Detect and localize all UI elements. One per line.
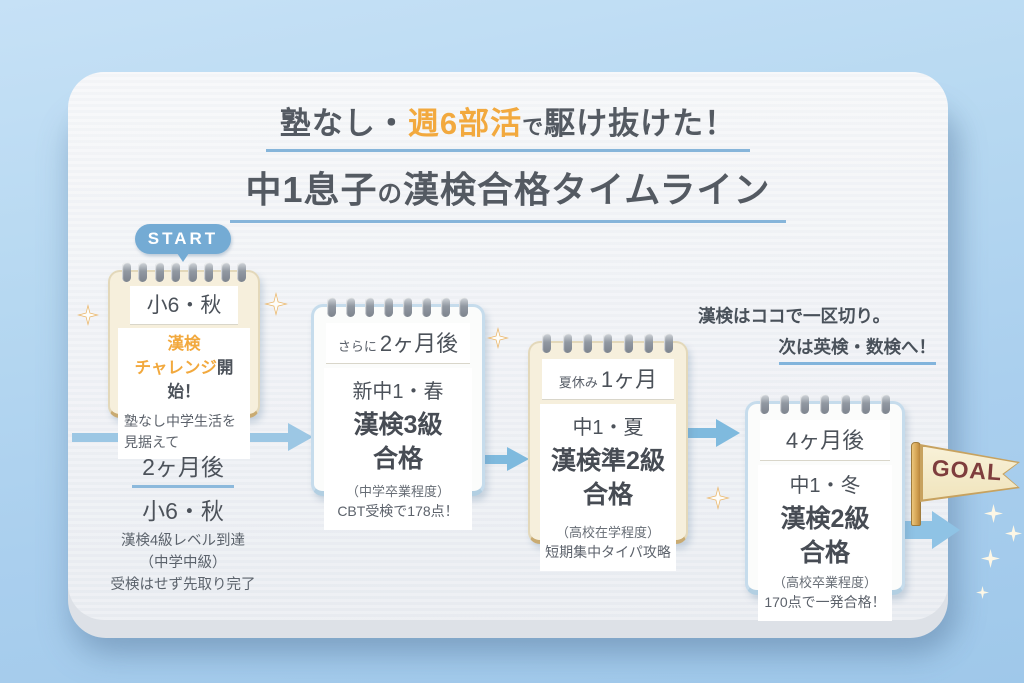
card-4-body: 中1・冬 漢検2級 合格 （高校卒業程度） 170点で一発合格！ (758, 465, 892, 621)
sparkle-icon (981, 549, 1000, 568)
timeline-arrow-1-head (288, 423, 313, 451)
card-1-note: 塾なし中学生活を 見据えて (124, 412, 236, 450)
timeline-arrow-2-head (507, 447, 529, 471)
card-3-body: 中1・夏 漢検準2級 合格 （高校在学程度） 短期集中タイパ攻略 (540, 404, 676, 571)
card-1-header: 小6・秋 (130, 286, 238, 325)
start-badge: START (135, 224, 231, 262)
card-2-note2: CBT受検で178点！ (337, 503, 459, 519)
goal-label: GOAL (930, 454, 1004, 486)
card-3-note2: 短期集中タイパ攻略 (545, 544, 671, 560)
page-title: 塾なし・週6部活で駆け抜けた！ 中1息子の漢検合格タイムライン (68, 98, 948, 223)
spiral-binding-icon (121, 262, 247, 282)
spiral-binding-icon (760, 394, 890, 414)
timeline-card-1: 小6・秋 漢検 チャレンジ開始！ 塾なし中学生活を 見据えて (108, 262, 260, 459)
timeline-card-4: 4ヶ月後 中1・冬 漢検2級 合格 （高校卒業程度） 170点で一発合格！ (745, 394, 905, 621)
card-2-note1: （中学卒業程度） (345, 483, 450, 499)
timeline-arrow-3-head (716, 419, 740, 447)
milestone-date: 小6・秋 (142, 498, 224, 524)
card-3-note1: （高校在学程度） (555, 524, 660, 540)
spiral-binding-icon (542, 333, 674, 353)
card-2-pass: 合格 (372, 444, 423, 473)
card-4-header: 4ヶ月後 (760, 420, 890, 461)
card-4-pass: 合格 (799, 538, 850, 567)
card-1-line2: チャレンジ開始！ (134, 358, 234, 401)
milestone-duration: 2ヶ月後 (132, 448, 234, 488)
goal-flag-pole (911, 442, 921, 526)
card-2-date: 新中1・春 (352, 381, 444, 403)
milestone-block: 2ヶ月後 小6・秋 漢検4級レベル到達 （中学中級） 受検はせず先取り完了 (80, 448, 286, 596)
card-3-pass: 合格 (582, 480, 633, 509)
timeline-arrow-3 (686, 428, 716, 438)
title-line2: 中1息子の漢検合格タイムライン (229, 161, 787, 223)
card-2-level: 漢検3級 (353, 411, 443, 439)
card-4-level: 漢検2級 (780, 505, 870, 533)
side-note: 漢検はココで一区切り。 次は英検・数検へ！ (698, 303, 936, 365)
title-highlight: 週6部活 (407, 106, 523, 141)
sparkle-icon (1005, 525, 1022, 542)
card-1-line1: 漢検 (167, 335, 201, 353)
sparkle-icon (984, 504, 1003, 523)
timeline-arrow-goal-head (932, 511, 960, 549)
spiral-binding-icon (327, 297, 469, 317)
card-3-date: 中1・夏 (572, 417, 644, 439)
title-line1: 塾なし・週6部活で駆け抜けた！ (265, 98, 751, 152)
card-2-body: 新中1・春 漢検3級 合格 （中学卒業程度） CBT受検で178点！ (324, 368, 472, 530)
card-4-note2: 170点で一発合格！ (764, 594, 886, 610)
card-4-note1: （高校卒業程度） (772, 574, 877, 590)
milestone-notes: 漢検4級レベル到達 （中学中級） 受検はせず先取り完了 (110, 533, 256, 593)
card-1-body: 漢検 チャレンジ開始！ 塾なし中学生活を 見据えて (118, 328, 250, 459)
card-4-date: 中1・冬 (789, 475, 861, 497)
timeline-arrow-2 (477, 455, 507, 464)
sparkle-icon (976, 586, 989, 599)
card-3-level: 漢検準2級 (551, 447, 665, 475)
